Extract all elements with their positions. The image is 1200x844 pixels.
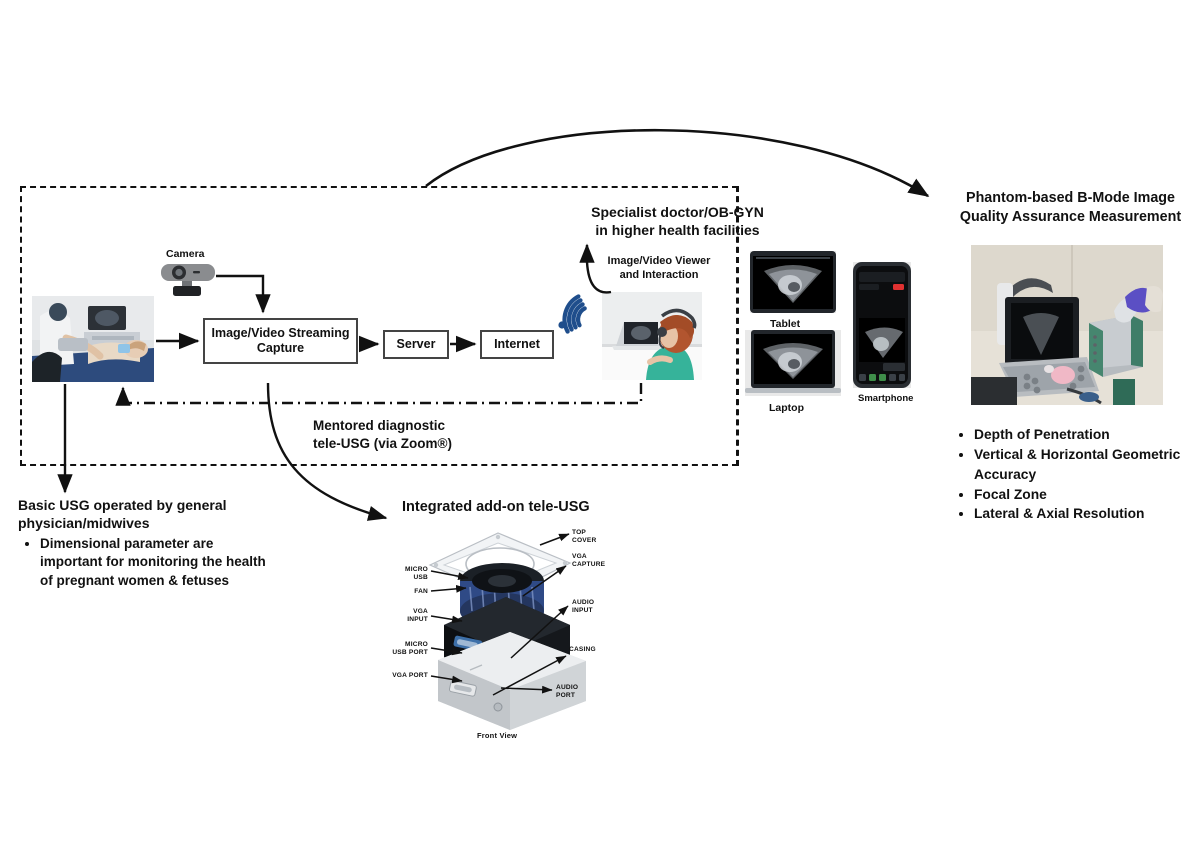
audio-port-label-line1: AUDIO	[556, 684, 579, 691]
casing-label: CASING	[569, 646, 596, 653]
list-item: Lateral & Axial Resolution	[974, 504, 1200, 524]
micro-usb-port-label-line2: USB PORT	[392, 648, 428, 656]
basic-usg-title-line2: physician/midwives	[18, 515, 150, 532]
phantom-title-line2: Quality Assurance Measurement	[959, 208, 1182, 225]
tablet-device-image	[750, 251, 836, 313]
vga-capture-label-line1: VGA	[572, 553, 587, 560]
phantom-measurement-photo	[971, 245, 1163, 405]
wifi-icon	[550, 291, 596, 337]
image-video-streaming-capture-box[interactable]: Image/Video Streaming Capture	[203, 318, 358, 364]
smartphone-device-image	[853, 262, 911, 388]
top-cover-label: TOP COVER	[572, 529, 618, 545]
list-item: Depth of Penetration	[974, 425, 1200, 445]
specialist-title: Specialist doctor/OB-GYN in higher healt…	[570, 203, 785, 239]
viewer-label-line1: Image/Video Viewer	[607, 255, 711, 267]
smartphone-label: Smartphone	[858, 393, 914, 404]
internet-box[interactable]: Internet	[480, 330, 554, 359]
laptop-label: Laptop	[769, 402, 804, 414]
audio-input-label-line2: INPUT	[572, 606, 593, 614]
vga-input-label-line1: VGA	[413, 608, 428, 615]
audio-input-label-line1: AUDIO	[572, 599, 595, 606]
list-item: Vertical & Horizontal Geometric Accuracy	[974, 445, 1200, 485]
specialist-title-line1: Specialist doctor/OB-GYN	[591, 204, 764, 220]
specialist-title-line2: in higher health facilities	[595, 222, 760, 239]
camera-icon	[160, 262, 216, 298]
patient-ultrasound-photo	[32, 296, 154, 382]
mentored-diagnostic-label: Mentored diagnostic tele-USG (via Zoom®)	[313, 417, 533, 453]
fan-label: FAN	[414, 588, 428, 595]
camera-label: Camera	[166, 248, 205, 260]
top-cover-label-line1: TOP	[572, 529, 587, 536]
list-item: Dimensional parameter are important for …	[40, 535, 268, 590]
vga-port-label: VGA PORT	[392, 672, 428, 679]
mentored-line1: Mentored diagnostic	[313, 418, 446, 433]
audio-port-label-line2: PORT	[556, 691, 576, 699]
boundary-divider-dashed-line	[737, 186, 739, 466]
specialist-viewer-photo	[602, 292, 702, 380]
basic-usg-block: Basic USG operated by general physician/…	[18, 496, 268, 590]
vga-input-label: VGA INPUT	[384, 608, 428, 624]
addon-title: Integrated add-on tele-USG	[402, 499, 590, 515]
top-cover-label-line2: COVER	[572, 536, 597, 544]
viewer-label-line2: and Interaction	[619, 268, 699, 281]
vga-input-label-line2: INPUT	[407, 615, 428, 623]
micro-usb-label-line2: USB	[413, 573, 428, 581]
audio-input-label: AUDIO INPUT	[572, 599, 618, 615]
micro-usb-port-label: MICRO USB PORT	[374, 641, 428, 657]
micro-usb-label: MICRO USB	[388, 566, 428, 582]
micro-usb-port-label-line1: MICRO	[405, 641, 428, 648]
basic-usg-title-line1: Basic USG operated by general	[18, 497, 227, 513]
front-view-label: Front View	[477, 731, 518, 740]
phantom-bullet-list: Depth of Penetration Vertical & Horizont…	[952, 425, 1200, 524]
list-item: Focal Zone	[974, 485, 1200, 505]
phantom-title-line1: Phantom-based B-Mode Image	[966, 190, 1175, 206]
phantom-title: Phantom-based B-Mode Image Quality Assur…	[947, 189, 1194, 226]
vga-capture-label: VGA CAPTURE	[572, 553, 622, 569]
basic-usg-bullet-list: Dimensional parameter are important for …	[18, 535, 268, 590]
laptop-device-image	[745, 330, 841, 396]
viewer-label: Image/Video Viewer and Interaction	[600, 255, 718, 283]
micro-usb-label-line1: MICRO	[405, 566, 428, 573]
tablet-label: Tablet	[770, 318, 801, 330]
audio-port-label: AUDIO PORT	[556, 684, 602, 700]
vga-capture-label-line2: CAPTURE	[572, 560, 606, 568]
server-box[interactable]: Server	[383, 330, 449, 359]
mentored-line2: tele-USG (via Zoom®)	[313, 435, 452, 451]
